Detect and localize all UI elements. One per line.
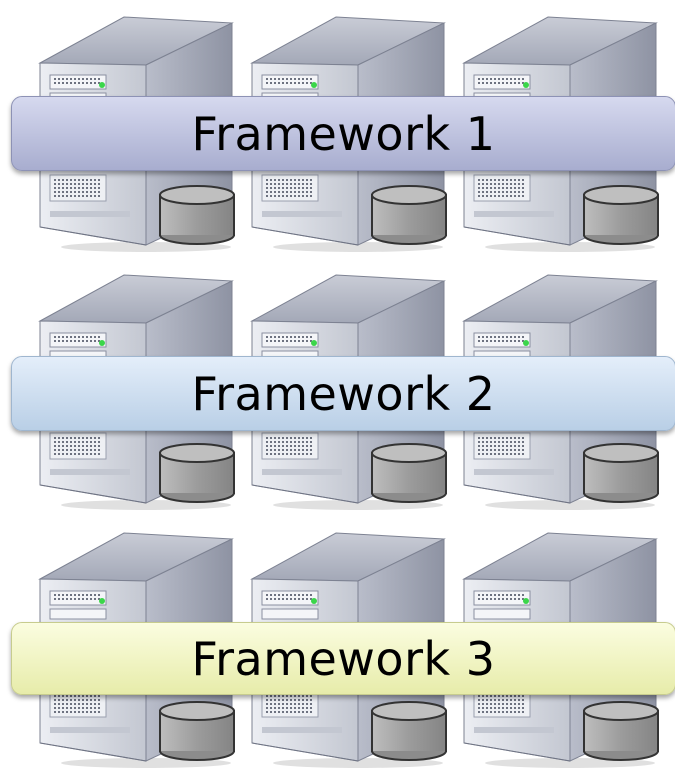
framework-label: Framework 1	[191, 106, 496, 161]
disk-cylinder-icon	[159, 701, 235, 761]
disk-cylinder-icon	[371, 701, 447, 761]
framework-label: Framework 3	[191, 631, 496, 686]
framework-band: Framework 1	[11, 96, 675, 171]
disk-cylinder-icon	[583, 701, 659, 761]
disk-cylinder-icon	[371, 443, 447, 503]
framework-row-1: Framework 1	[0, 0, 675, 258]
framework-band: Framework 3	[11, 622, 675, 695]
disk-cylinder-icon	[159, 443, 235, 503]
framework-label: Framework 2	[191, 366, 496, 421]
framework-band: Framework 2	[11, 356, 675, 431]
disk-cylinder-icon	[371, 185, 447, 245]
disk-cylinder-icon	[583, 443, 659, 503]
framework-row-3: Framework 3	[0, 516, 675, 774]
disk-cylinder-icon	[583, 185, 659, 245]
disk-cylinder-icon	[159, 185, 235, 245]
framework-row-2: Framework 2	[0, 258, 675, 516]
